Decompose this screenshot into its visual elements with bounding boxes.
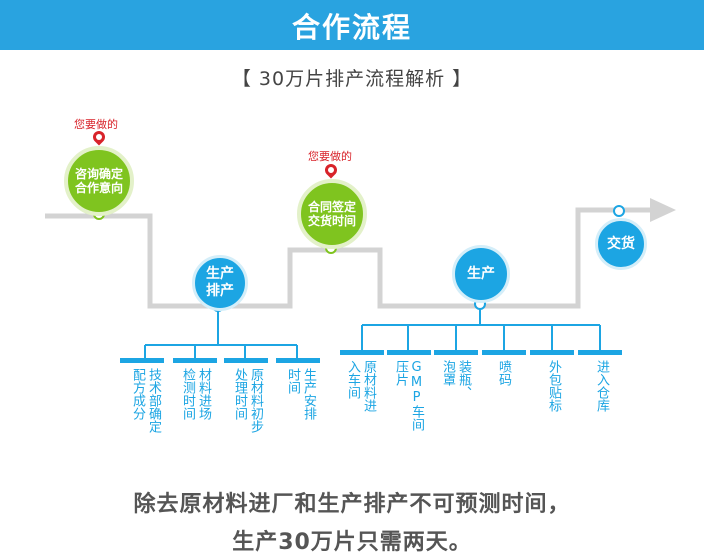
branch-text: 时间 [285, 368, 300, 394]
branch-text: 喷码 [496, 360, 511, 386]
branch-bar [224, 358, 268, 363]
stage-consult-line1: 咨询确定 [74, 166, 123, 181]
branch-bar [530, 350, 574, 355]
footer-line-1: 除去原材料进厂和生产排产不可预测时间， [133, 492, 571, 517]
branch-text: 原材料初步 [248, 368, 263, 433]
branch-text: 检测时间 [180, 368, 195, 420]
branch-text: 外包贴标 [546, 360, 561, 412]
branch-text: 生产安排 [301, 368, 316, 420]
stage-delivery: 交货 [595, 218, 647, 270]
branch-text: GMP车间 [409, 360, 424, 431]
branch-text: 技术部确定 [146, 368, 161, 433]
subtitle: 【 30万片排产流程解析 】 [231, 68, 473, 90]
footer-line-2: 生产30万片只需两天。 [232, 530, 472, 555]
stage-production-1-line2: 排产 [206, 283, 234, 299]
stage-production-2: 生产 [452, 245, 510, 303]
branch-bar [340, 350, 384, 355]
stage-production-1: 生产 排产 [192, 255, 248, 311]
stage-consult: 咨询确定 合作意向 [64, 146, 134, 216]
flow-arrow [650, 198, 676, 222]
branch-text: 配方成分 [130, 368, 145, 420]
stage-contract-line1: 合同签定 [307, 199, 356, 214]
stage-production-1-line1: 生产 [206, 266, 234, 283]
branch-bar [173, 358, 217, 363]
branch-text: 装瓶、 [456, 360, 471, 399]
branch-bar [482, 350, 526, 355]
stage-contract-line2: 交货时间 [307, 214, 356, 228]
stage-consult-line2: 合作意向 [74, 181, 123, 195]
stage-delivery-label: 交货 [607, 235, 635, 252]
branch-bar [120, 358, 164, 363]
stage-contract: 合同签定 交货时间 [297, 179, 367, 249]
branch-text: 压片 [393, 360, 408, 386]
branch-bar [578, 350, 622, 355]
pin-label-2: 您要做的 [308, 150, 352, 163]
branch-bar [276, 358, 320, 363]
branch-bar [434, 350, 478, 355]
branch-text: 泡罩 [440, 360, 455, 386]
pin-label-1: 您要做的 [74, 118, 118, 131]
branch-text: 原材料进 [361, 360, 376, 412]
branch-text: 入车间 [345, 360, 360, 399]
branch-text: 材料进场 [196, 368, 211, 420]
page-title: 合作流程 [291, 11, 412, 44]
branch-text: 处理时间 [232, 368, 247, 420]
stage-production-2-label: 生产 [467, 265, 495, 282]
branch-text: 进入仓库 [594, 360, 609, 412]
header-banner: 合作流程 [0, 0, 704, 50]
branch-bar [387, 350, 431, 355]
